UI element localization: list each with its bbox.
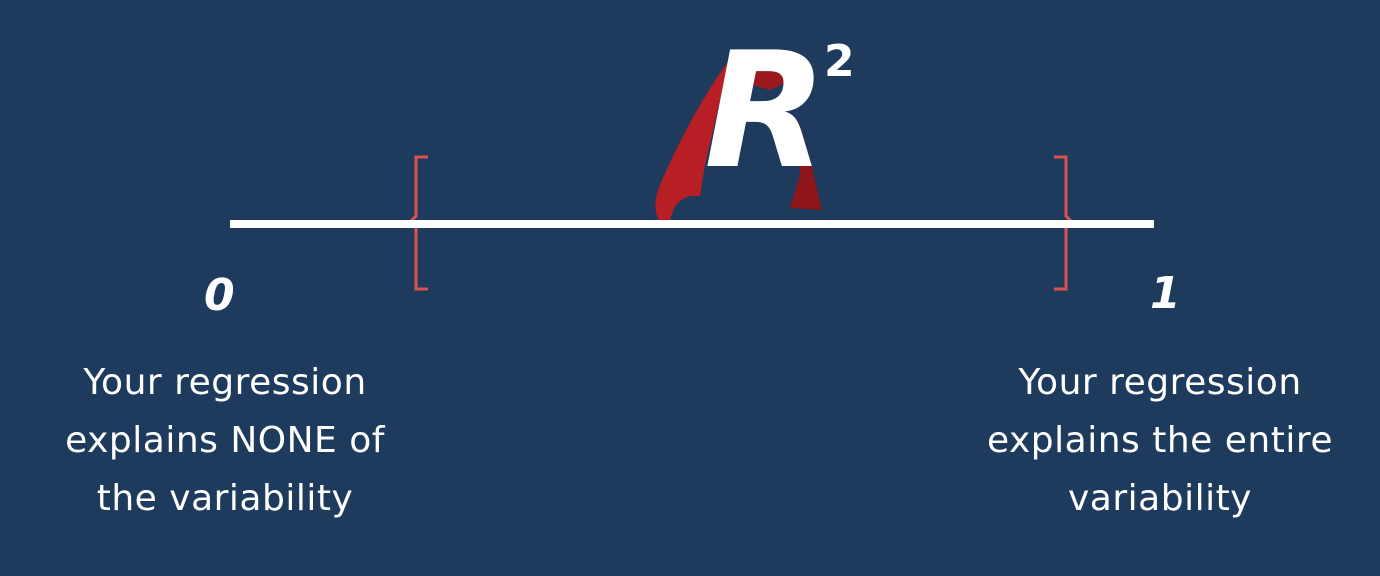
axis-min-label: 0 [204,270,235,321]
r-symbol: R [704,17,828,204]
cape-icon [655,59,822,226]
left-caption-line: the variability [96,478,354,519]
exponent: 2 [824,36,855,87]
r-squared-title: R 2 [694,26,894,206]
right-caption-line: Your regression [1018,362,1302,403]
left-caption-line: explains NONE of [65,420,385,461]
right-caption-line: explains the entire [986,420,1333,461]
axis-max-label: 1 [1150,268,1181,319]
number-line [230,220,1154,228]
left-caption-line: Your regression [83,362,367,403]
right-caption: Your regression explains the entire vari… [945,354,1375,528]
left-caption: Your regression explains NONE of the var… [20,354,430,528]
right-caption-line: variability [1067,478,1252,519]
